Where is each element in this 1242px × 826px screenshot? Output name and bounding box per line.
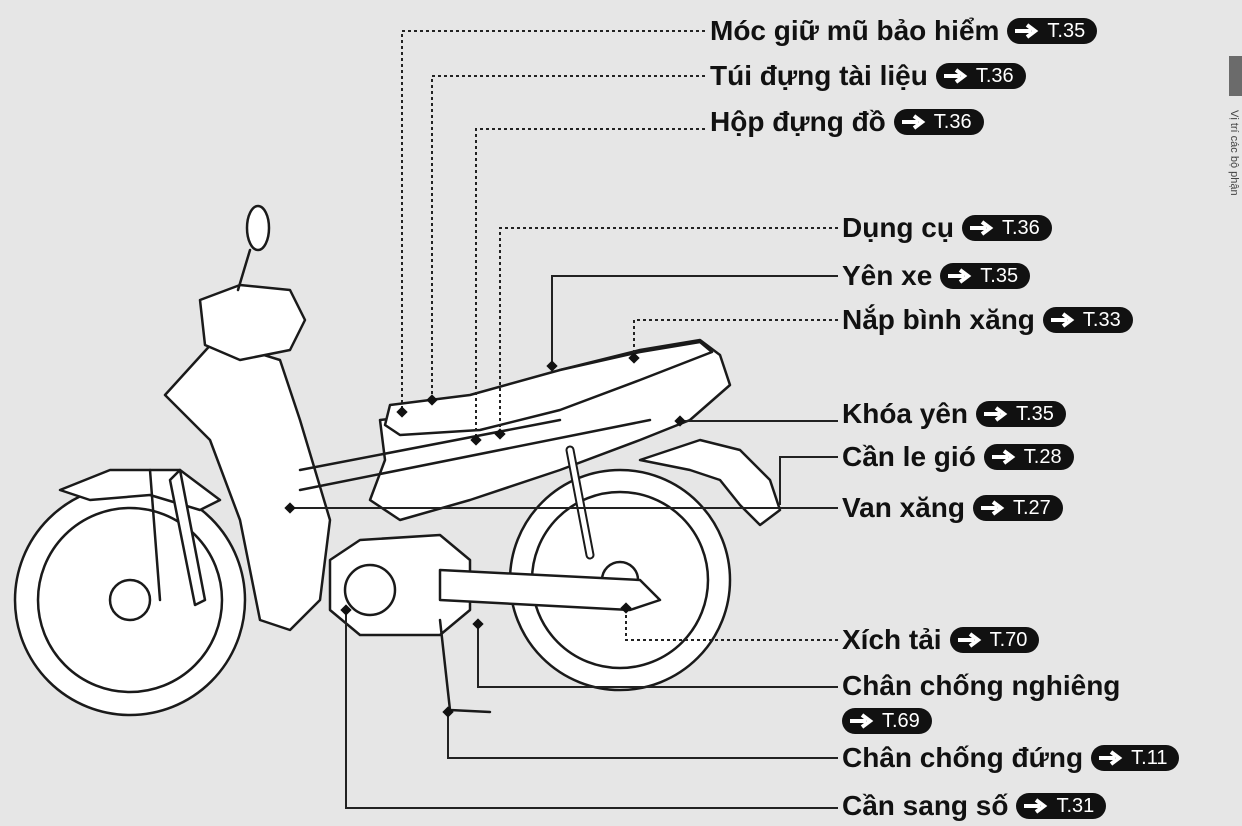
callout-drive-chain: Xích tải T.70 <box>842 624 1040 655</box>
callout-label: Cần le gió <box>842 441 976 472</box>
arrow-right-icon <box>984 406 1008 422</box>
callout-fuel-cap: Nắp bình xăng T.33 <box>842 306 1133 334</box>
leader-center-stand <box>447 712 838 759</box>
page-ref-badge[interactable]: T.35 <box>976 401 1066 427</box>
page-ref: T.70 <box>989 629 1028 651</box>
arrow-right-icon <box>948 268 972 284</box>
page-ref-badge[interactable]: T.70 <box>949 627 1040 653</box>
leader-side-stand <box>477 624 838 688</box>
page-ref-badge[interactable]: T.35 <box>1007 18 1098 44</box>
callout-tool-kit: Dụng cụ T.36 <box>842 214 1052 242</box>
arrow-right-icon <box>943 68 968 84</box>
page-ref: T.36 <box>975 65 1014 87</box>
arrow-right-icon <box>957 632 981 648</box>
callout-label: Cần sang số <box>842 790 1009 821</box>
arrow-right-icon <box>1015 23 1039 39</box>
page-ref: T.31 <box>1056 795 1095 817</box>
page-ref-badge[interactable]: T.36 <box>893 109 984 135</box>
page-ref: T.35 <box>980 265 1019 287</box>
page-ref: T.33 <box>1082 309 1121 331</box>
callout-label: Dụng cụ <box>842 212 954 243</box>
callout-label: Móc giữ mũ bảo hiểm <box>710 15 1000 46</box>
callout-fuel-valve: Van xăng T.27 <box>842 494 1063 522</box>
section-tab-marker <box>1229 56 1242 96</box>
leader-choke-lever <box>779 456 838 505</box>
page-ref: T.35 <box>1047 20 1086 42</box>
callout-choke-lever: Cần le gió T.28 <box>842 443 1074 471</box>
page-ref: T.11 <box>1131 747 1168 769</box>
page-ref: T.36 <box>933 111 972 133</box>
callout-gearshift-pedal: Cần sang số T.31 <box>842 790 1107 821</box>
arrow-right-icon <box>1099 750 1123 766</box>
leader-drive-chain <box>625 608 838 641</box>
callout-storage-box: Hộp đựng đồ T.36 <box>710 108 984 136</box>
leader-storage-box <box>475 128 705 440</box>
page-ref: T.27 <box>1012 497 1051 519</box>
callout-seat-lock: Khóa yên T.35 <box>842 400 1066 428</box>
callout-label: Nắp bình xăng <box>842 304 1035 335</box>
leader-tool-kit <box>499 227 838 434</box>
callout-label: Túi đựng tài liệu <box>710 60 928 91</box>
page-ref-badge[interactable]: T.36 <box>962 215 1052 241</box>
page-ref-badge[interactable]: T.27 <box>972 495 1063 521</box>
callout-label: Chân chống nghiêng <box>842 670 1121 701</box>
callout-helmet-holder: Móc giữ mũ bảo hiểm T.35 <box>710 15 1098 46</box>
section-side-title-text: Vị trí các bộ phận <box>1228 110 1240 196</box>
arrow-right-icon <box>991 449 1016 465</box>
page-ref-badge[interactable]: T.28 <box>983 444 1074 470</box>
page-ref-badge[interactable]: T.11 <box>1091 745 1180 771</box>
page-ref: T.69 <box>882 710 920 732</box>
callout-seat: Yên xe T.35 <box>842 260 1031 291</box>
leader-document-bag <box>431 75 705 400</box>
callout-side-stand: Chân chống nghiêng <box>842 672 1120 700</box>
callout-label: Yên xe <box>842 260 933 291</box>
page-ref: T.36 <box>1002 217 1040 239</box>
leader-fuel-cap <box>633 319 838 358</box>
leader-seat <box>551 275 838 366</box>
callout-label: Chân chống đứng <box>842 742 1084 773</box>
page-ref: T.28 <box>1023 446 1062 468</box>
callout-label: Khóa yên <box>842 398 969 429</box>
section-side-title: Vị trí các bộ phận <box>1228 110 1242 360</box>
arrow-right-icon <box>901 114 926 130</box>
page-ref-badge[interactable]: T.35 <box>940 263 1031 289</box>
arrow-right-icon <box>980 500 1005 516</box>
callout-label: Xích tải <box>842 624 942 655</box>
callout-side-stand-ref: T.69 <box>842 708 932 734</box>
callout-document-bag: Túi đựng tài liệu T.36 <box>710 62 1026 90</box>
leader-helmet-holder <box>401 30 705 412</box>
arrow-right-icon <box>1024 798 1048 814</box>
page-ref-badge[interactable]: T.33 <box>1042 307 1133 333</box>
arrow-right-icon <box>1050 312 1075 328</box>
arrow-right-icon <box>970 220 994 236</box>
arrow-right-icon <box>850 713 874 729</box>
page-ref: T.35 <box>1016 403 1054 425</box>
callout-label: Van xăng <box>842 492 965 523</box>
page-ref-badge[interactable]: T.69 <box>842 708 932 734</box>
page-ref-badge[interactable]: T.36 <box>935 63 1026 89</box>
page-ref-badge[interactable]: T.31 <box>1016 793 1107 819</box>
callout-center-stand: Chân chống đứng T.11 <box>842 742 1180 773</box>
callout-label: Hộp đựng đồ <box>710 106 886 137</box>
leader-gearshift-pedal <box>345 610 838 809</box>
